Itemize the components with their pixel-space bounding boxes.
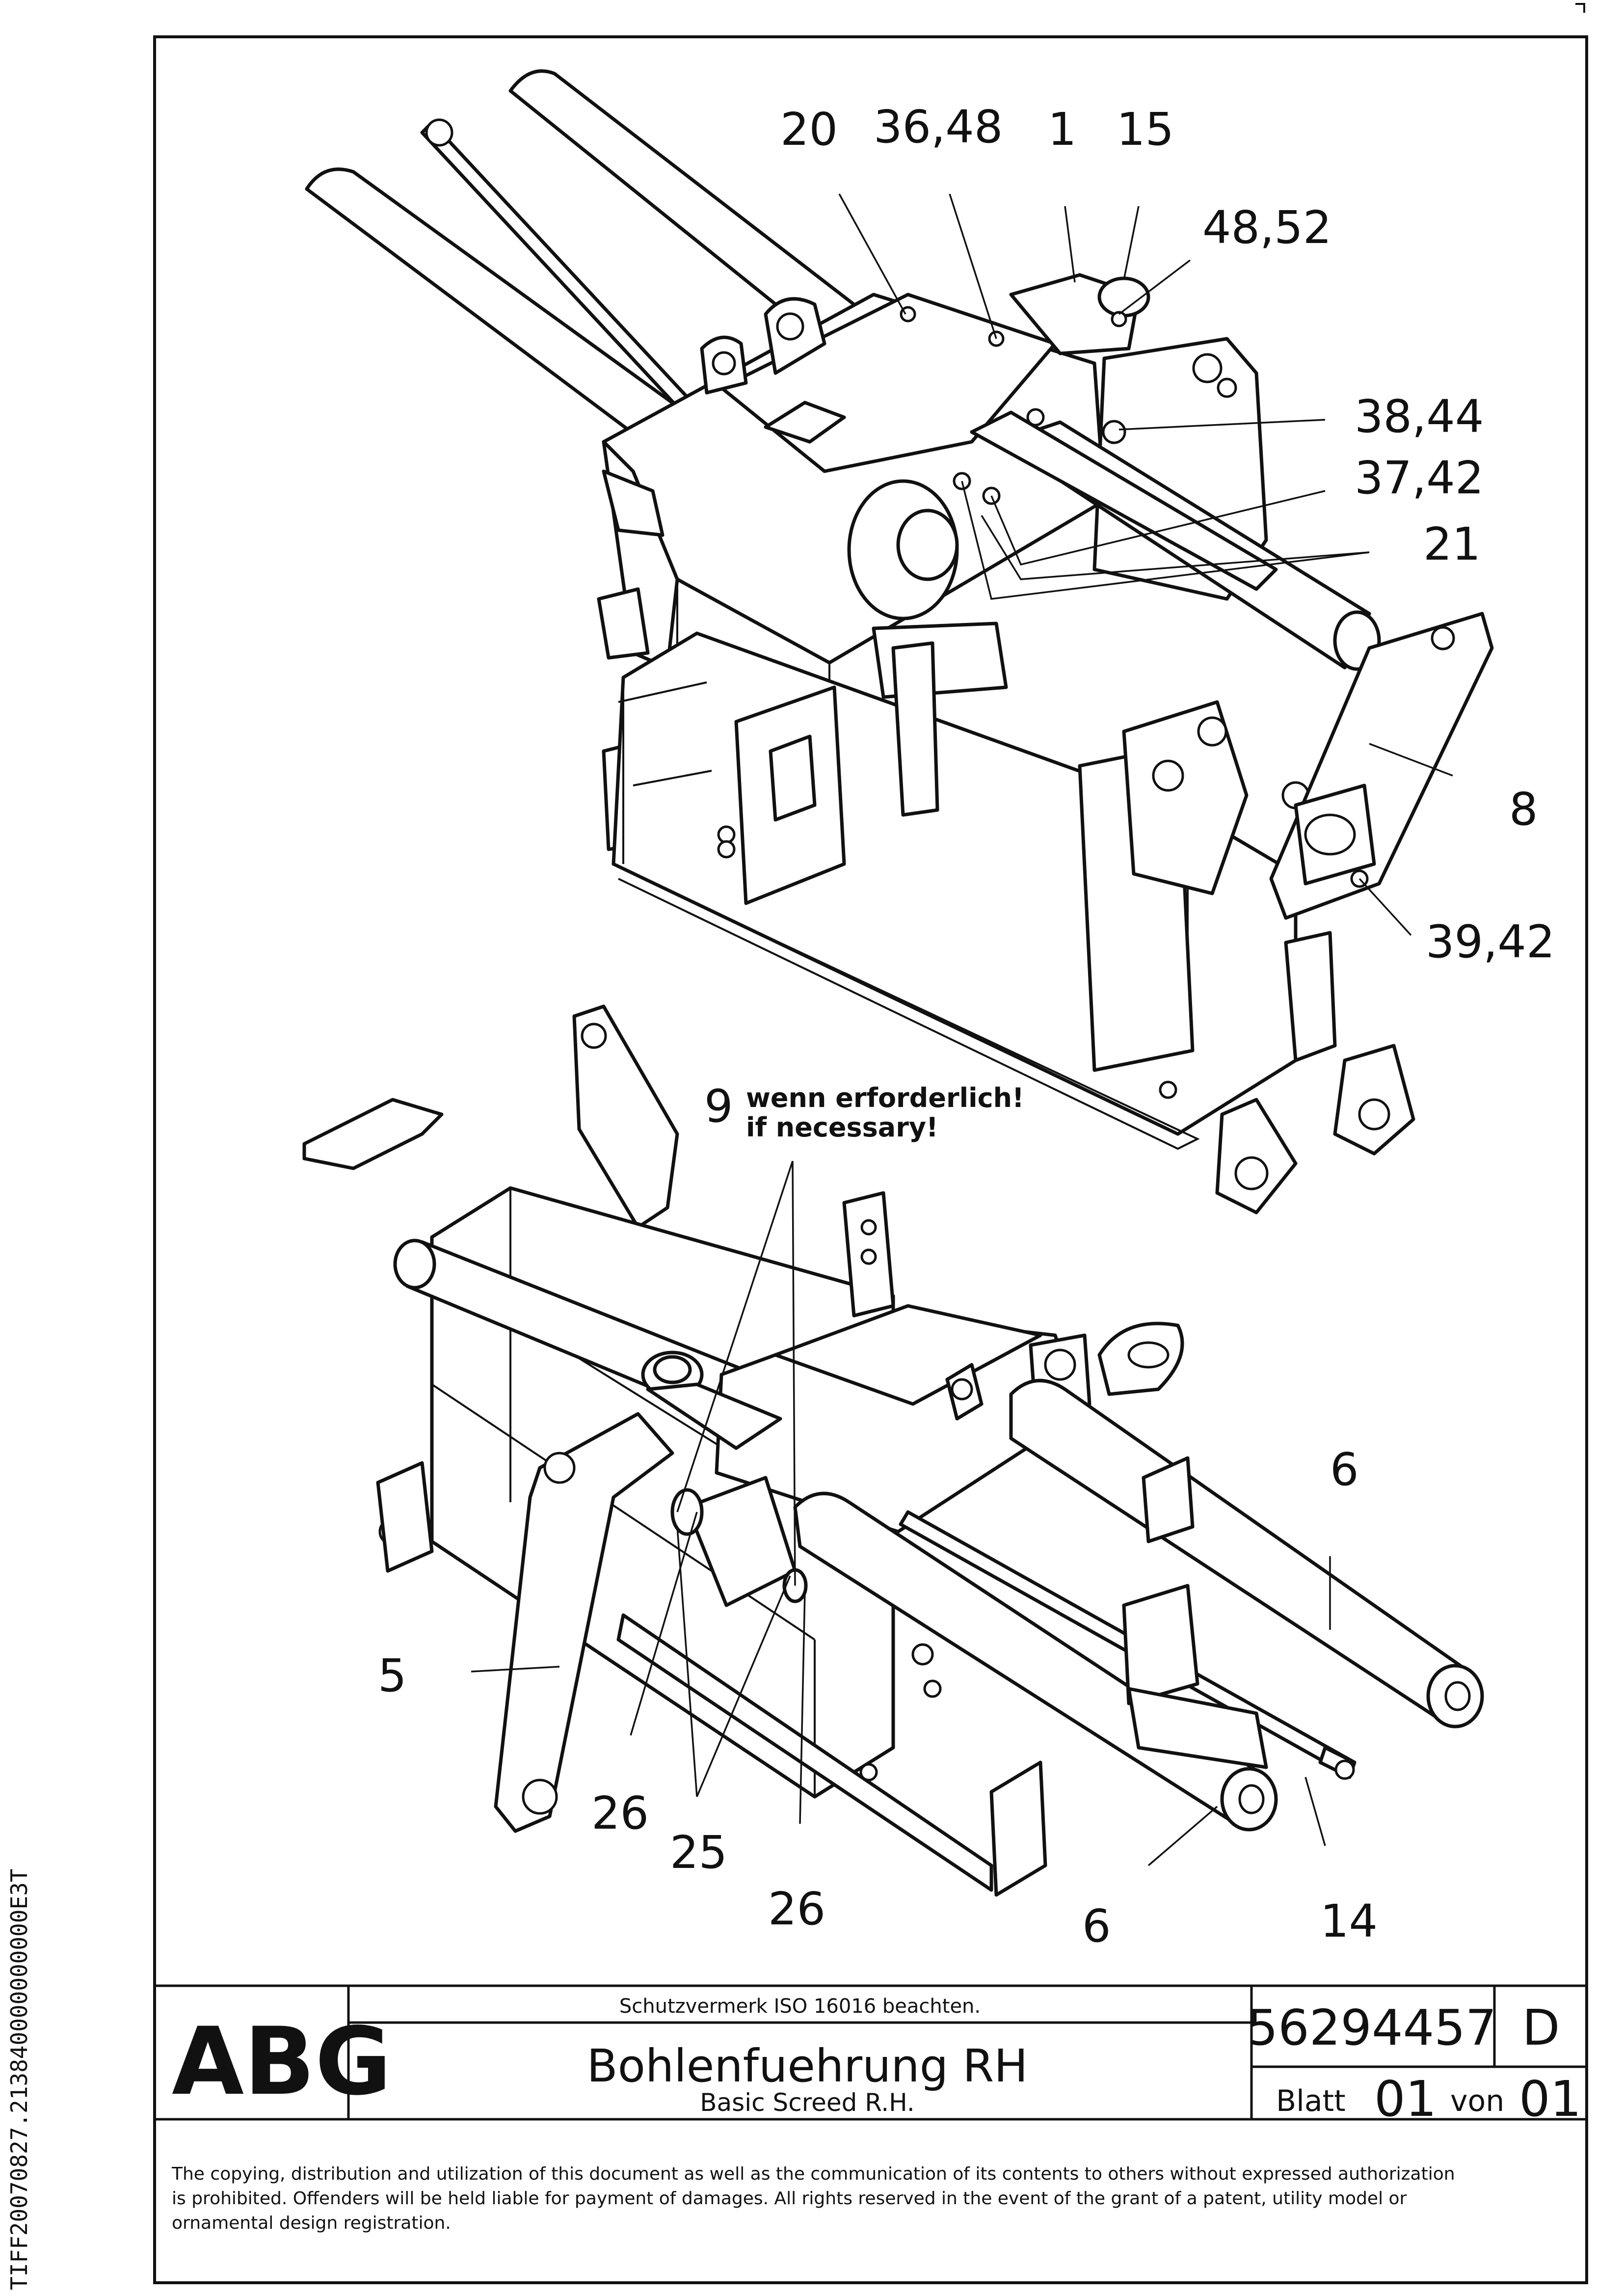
company-logo: ABG [172,2007,392,2116]
callout-36-48: 36,48 [874,101,1003,153]
callout-48-52: 48,52 [1202,201,1331,254]
callout-6-upper: 6 [1330,1443,1359,1496]
callout-15: 15 [1117,103,1174,156]
callout-9: 9 [704,1080,733,1133]
callout-37-42: 37,42 [1355,452,1484,504]
protection-note: Schutzvermerk ISO 16016 beachten. [619,1995,981,2018]
callout-14: 14 [1320,1895,1378,1947]
callout-26-left: 26 [591,1787,649,1839]
callout-5: 5 [378,1649,407,1702]
note-english: if necessary! [746,1112,938,1143]
sheet-total: 01 [1519,2070,1581,2128]
lower-assembly-view [302,1004,1484,1897]
callout-8: 8 [1509,783,1538,836]
of-label: von [1450,2084,1504,2118]
callout-25: 25 [670,1826,727,1879]
drawing-border [153,35,1588,2284]
sheet-number: 01 [1374,2070,1437,2128]
callout-26-bottom: 26 [768,1883,825,1935]
copyright-line-1: The copying, distribution and utilizatio… [171,2164,1455,2184]
callout-6-lower: 6 [1082,1900,1111,1952]
file-code: TIFF20070827.213840000000000E3T [6,1868,32,2290]
callout-21: 21 [1423,518,1481,570]
callout-labels: 20 36,48 1 15 48,52 38,44 37,42 21 8 39,… [378,101,1555,1952]
revision-letter: D [1522,1999,1560,2056]
upper-assembly-view [305,69,1494,1215]
drawing-number: 56294457 [1247,1999,1497,2056]
callout-39-42: 39,42 [1426,916,1555,968]
callout-38-44: 38,44 [1355,390,1484,443]
drawing-title: Bohlenfuehrung RH [587,2040,1028,2092]
callout-1: 1 [1048,103,1077,156]
note-german: wenn erforderlich! [746,1082,1024,1113]
title-block: ABG Schutzvermerk ISO 16016 beachten. Bo… [153,1984,1588,2233]
copyright-line-2: is prohibited. Offenders will be held li… [172,2188,1407,2209]
leader-lines [471,193,1453,1866]
sheet-label: Blatt [1276,2084,1346,2118]
copyright-line-3: ornamental design registration. [172,2213,451,2233]
callout-20: 20 [780,103,838,156]
drawing-subtitle: Basic Screed R.H. [700,2088,915,2117]
